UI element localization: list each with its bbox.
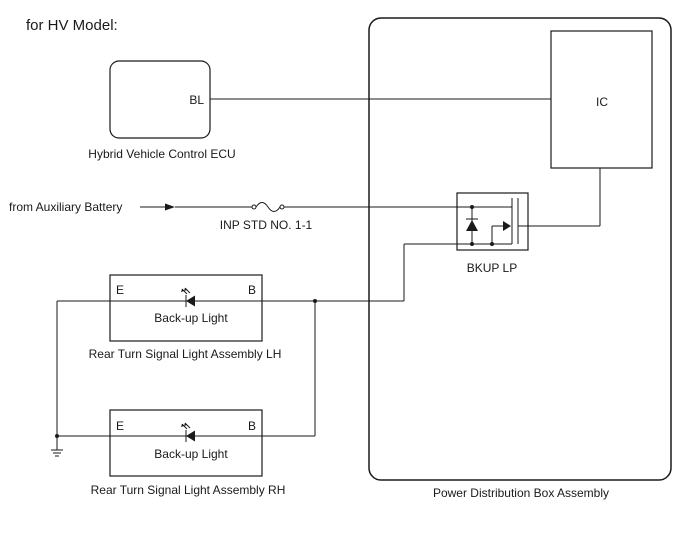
- mosfet-arrow-icon: [503, 221, 511, 231]
- fuse-icon: [255, 202, 281, 212]
- ground-junction: [55, 434, 59, 438]
- lamp-lh-ray-head-a: [184, 288, 187, 291]
- relay-junction-mid: [490, 242, 494, 246]
- diode-icon: [466, 220, 478, 231]
- bkup-lp-relay: [456, 192, 529, 251]
- lamp-lh-led-icon: [186, 295, 195, 307]
- ecu-label: Hybrid Vehicle Control ECU: [88, 147, 235, 161]
- relay-junction-top: [470, 205, 474, 209]
- lamp-rh-inner-label: Back-up Light: [154, 447, 228, 461]
- lamp-lh-inner-label: Back-up Light: [154, 311, 228, 325]
- lamp-rh-pin-e: E: [116, 419, 124, 433]
- lamp-rh-block: [109, 409, 263, 477]
- ground-icon: [51, 449, 63, 457]
- lamp-rh-ray-head-a: [184, 423, 187, 426]
- lamp-rh-label: Rear Turn Signal Light Assembly RH: [91, 483, 286, 497]
- lamp-lh-ray-head-b: [181, 289, 184, 292]
- fuse-terminal-right: [279, 204, 285, 210]
- power-distribution-box-label: Power Distribution Box Assembly: [433, 486, 609, 500]
- fuse-label: INP STD NO. 1-1: [220, 218, 313, 232]
- battery-label: from Auxiliary Battery: [9, 200, 122, 214]
- lamp-lh-label: Rear Turn Signal Light Assembly LH: [89, 347, 282, 361]
- lamp-lh-pin-e: E: [116, 283, 124, 297]
- power-distribution-box: [368, 17, 672, 481]
- ic-label: IC: [596, 95, 608, 109]
- lamp-rh-pin-b: B: [248, 419, 256, 433]
- lamp-rh-ray-head-b: [181, 424, 184, 427]
- lamp-rh-led-icon: [186, 430, 195, 442]
- fuse-terminal-left: [251, 204, 257, 210]
- battery-arrow-icon: [165, 203, 175, 211]
- diagram-heading: for HV Model:: [26, 17, 118, 34]
- bkup-lp-label: BKUP LP: [467, 261, 517, 275]
- lamp-lh-block: [109, 274, 263, 342]
- ecu-pin-bl: BL: [189, 93, 204, 107]
- lamp-lh-pin-b: B: [248, 283, 256, 297]
